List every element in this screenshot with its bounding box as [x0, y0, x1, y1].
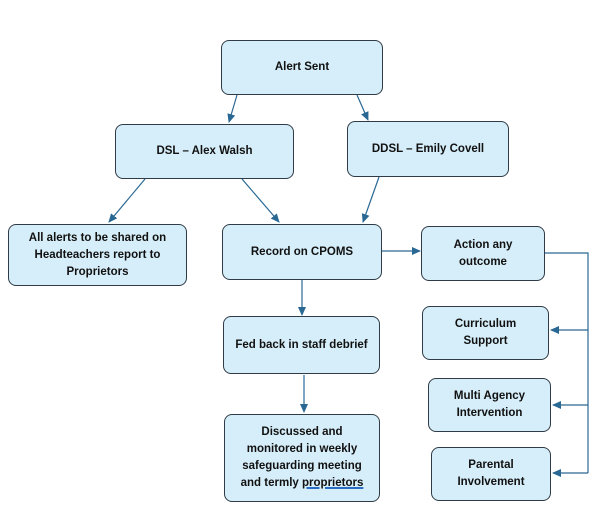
node-record-cpoms: Record on CPOMS — [222, 224, 382, 280]
curriculum-support-line-1: Curriculum — [454, 318, 517, 330]
parental-line-1: Parental — [468, 459, 514, 471]
fed-back-line-1: Fed back in staff debrief — [235, 338, 368, 351]
action-outcome-line-1: Action any — [453, 238, 513, 251]
arrow-alert-to-ddsl — [356, 94, 369, 121]
arrow-dsl-to-all-alerts — [108, 178, 146, 223]
discussed-underlined-word: proprietors — [302, 477, 364, 489]
connector-action-bracket — [544, 252, 589, 473]
arrow-alert-to-dsl — [227, 94, 238, 123]
node-dsl: DSL – Alex Walsh — [115, 124, 294, 179]
action-outcome-line-2: outcome — [459, 255, 507, 268]
arrow-dsl-to-record — [241, 178, 280, 223]
all-alerts-line-1: All alerts to be shared on — [28, 231, 167, 244]
multi-agency-line-2: Intervention — [456, 407, 523, 419]
node-alert-sent: Alert Sent — [221, 40, 383, 95]
curriculum-support-line-2: Support — [463, 335, 508, 347]
discussed-line-2: monitored in weekly — [246, 443, 358, 455]
node-action-outcome: Action any outcome — [421, 226, 545, 281]
all-alerts-line-3: Proprietors — [66, 265, 129, 278]
discussed-line-1: Discussed and — [261, 426, 343, 438]
node-all-alerts: All alerts to be shared on Headteachers … — [8, 224, 187, 286]
arrow-ddsl-to-record — [361, 176, 380, 223]
alert-sent-line-1: Alert Sent — [274, 61, 330, 73]
node-multi-agency: Multi Agency Intervention — [428, 378, 551, 432]
parental-line-2: Involvement — [457, 476, 525, 488]
all-alerts-line-2: Headteachers report to — [34, 248, 161, 261]
node-discussed: Discussed and monitored in weekly safegu… — [224, 414, 380, 502]
discussed-line-3: safeguarding meeting — [242, 460, 362, 472]
ddsl-line-1: DDSL – Emily Covell — [371, 142, 485, 155]
multi-agency-line-1: Multi Agency — [453, 390, 526, 402]
record-cpoms-line-1: Record on CPOMS — [250, 245, 354, 258]
node-fed-back: Fed back in staff debrief — [223, 316, 380, 374]
discussed-line-4-text: and termly — [240, 477, 299, 489]
node-parental: Parental Involvement — [431, 447, 551, 501]
node-curriculum-support: Curriculum Support — [422, 306, 549, 360]
dsl-line-1: DSL – Alex Walsh — [156, 145, 253, 157]
node-ddsl: DDSL – Emily Covell — [347, 121, 509, 177]
discussed-line-4: and termly proprietors — [241, 475, 364, 492]
